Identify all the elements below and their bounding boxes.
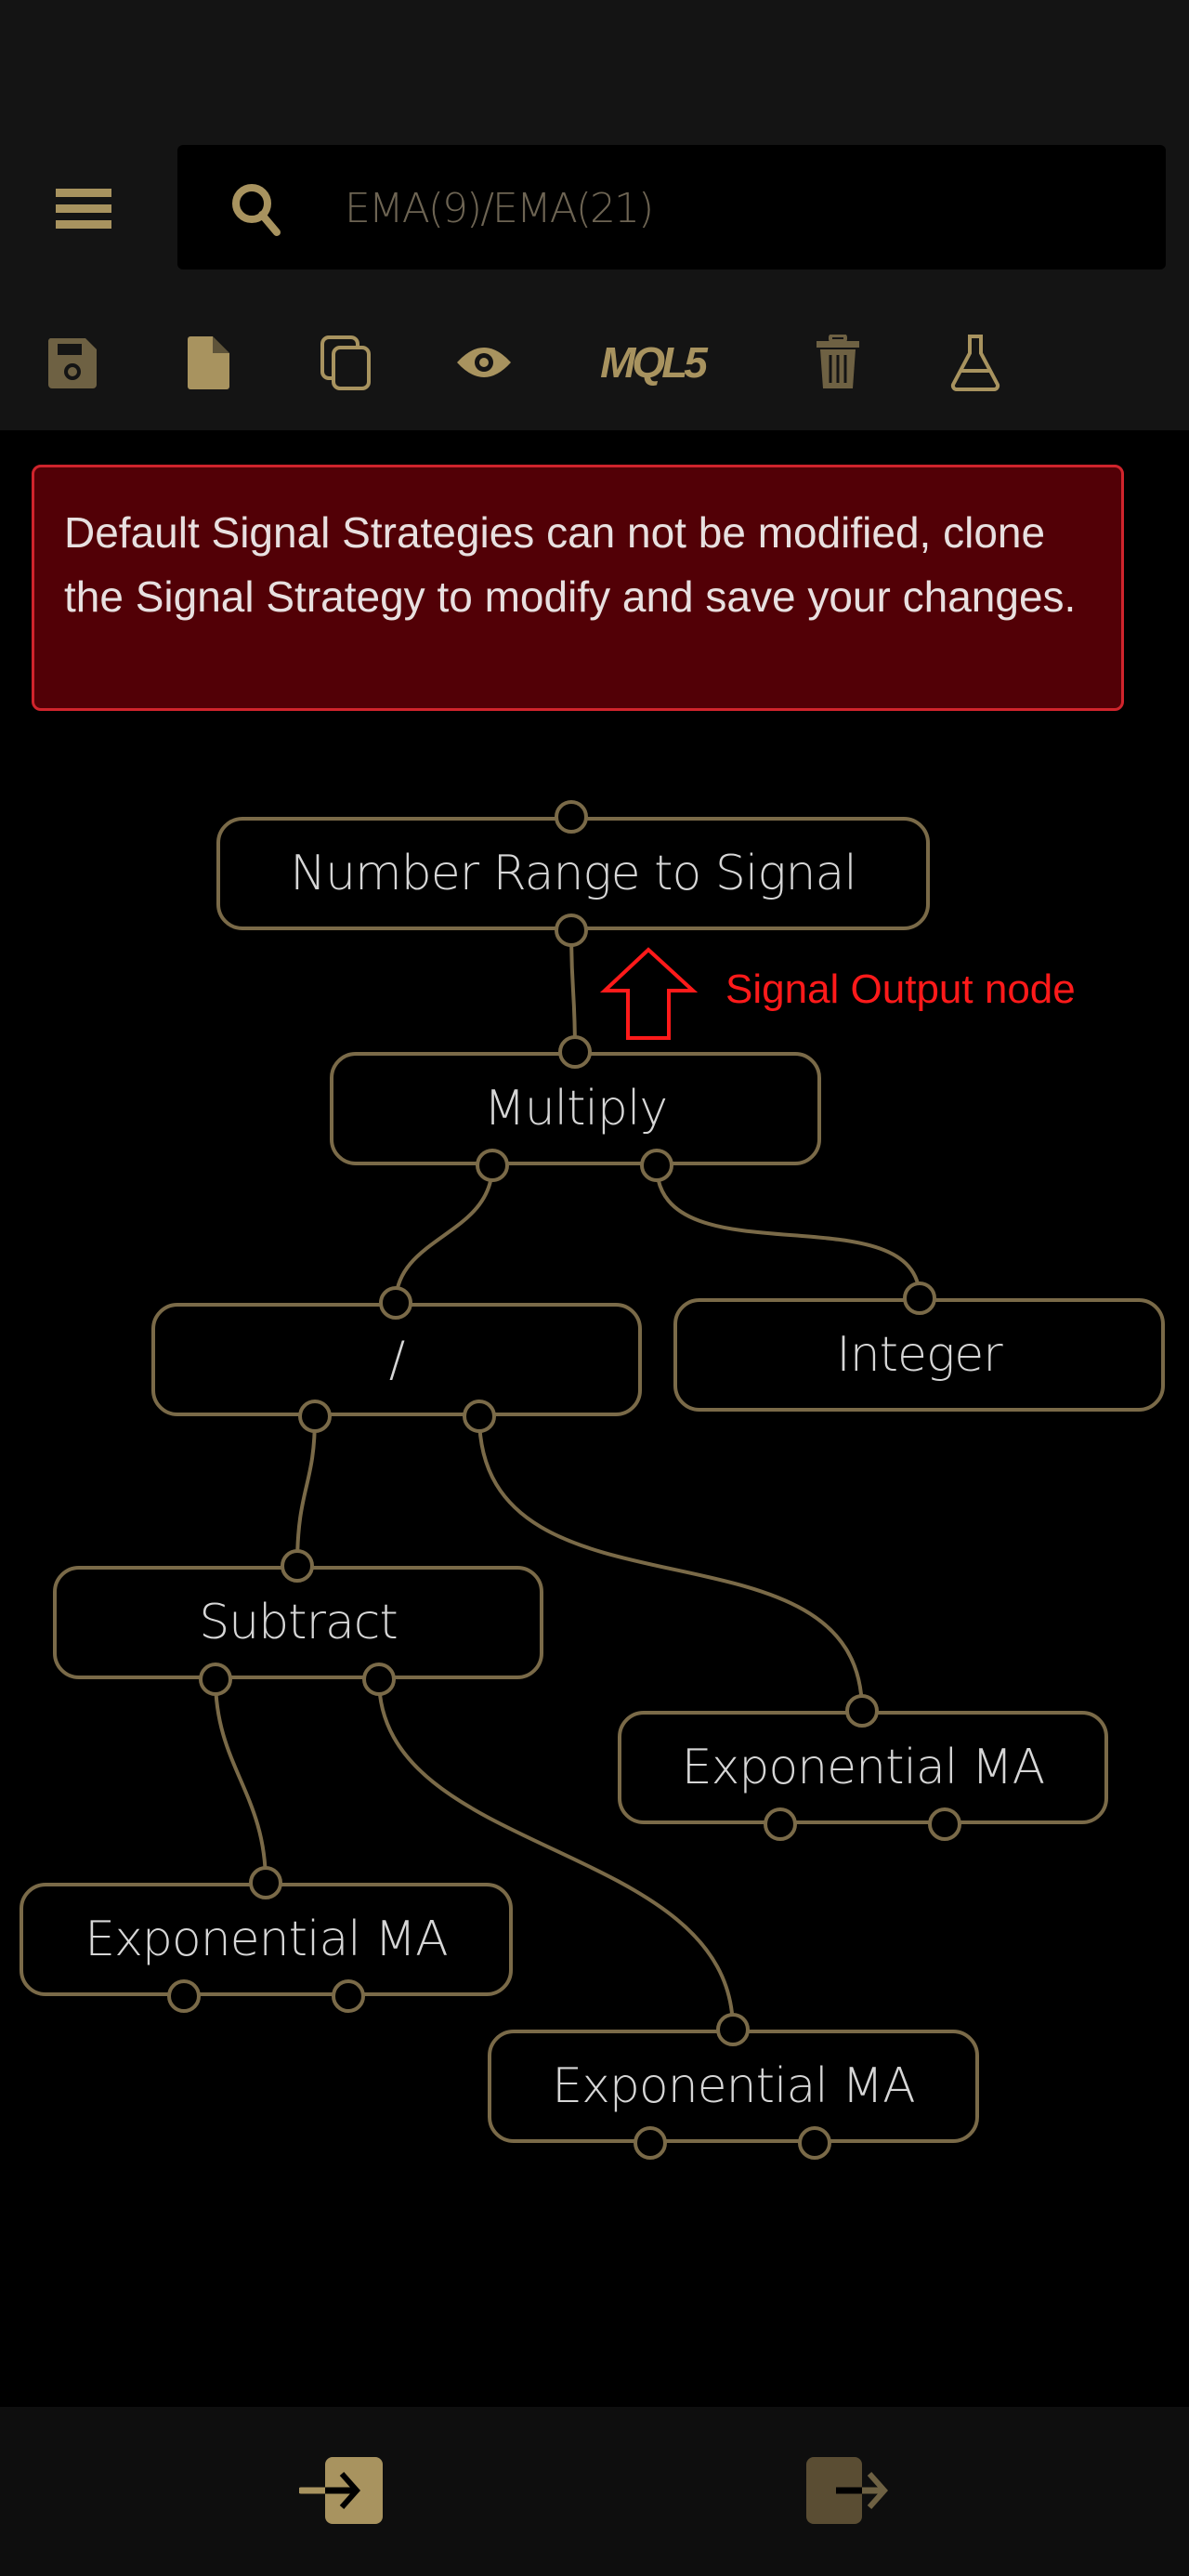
node-ema-right[interactable]: Exponential MA [618, 1711, 1108, 1824]
menu-icon[interactable] [56, 189, 111, 230]
node-multiply[interactable]: Multiply [330, 1052, 821, 1165]
search-input[interactable] [343, 173, 1145, 243]
flask-icon [950, 335, 1000, 391]
delete-button[interactable] [816, 330, 860, 395]
alert-message: Default Signal Strategies can not be mod… [64, 508, 1077, 621]
login-icon [297, 2457, 383, 2524]
logout-icon [806, 2457, 889, 2524]
new-button[interactable] [186, 330, 232, 395]
node-label: Multiply [483, 1081, 668, 1137]
edge [655, 1164, 921, 1299]
mql5-button[interactable]: MQL5 [600, 338, 708, 387]
preview-button[interactable] [455, 330, 513, 395]
bottom-bar [0, 2407, 1189, 2576]
node-integer[interactable]: Integer [673, 1298, 1165, 1412]
readonly-alert: Default Signal Strategies can not be mod… [32, 465, 1124, 711]
edge [295, 1415, 317, 1567]
edge [394, 1164, 494, 1304]
node-subtract[interactable]: Subtract [53, 1566, 543, 1679]
view-icon [457, 348, 511, 377]
export-button[interactable] [804, 2453, 889, 2528]
save-icon [47, 338, 97, 388]
node-label: Exponential MA [85, 1912, 448, 1967]
node-ema-left[interactable]: Exponential MA [20, 1883, 513, 1996]
node-ema-bottom[interactable]: Exponential MA [488, 2030, 979, 2143]
annotation-label: Signal Output node [725, 966, 1076, 1012]
trash-icon [817, 335, 859, 388]
search-icon [232, 184, 281, 236]
save-button[interactable] [45, 330, 100, 395]
node-label: / [388, 1332, 406, 1387]
clone-icon [320, 335, 371, 390]
header: MQL5 [0, 0, 1189, 430]
node-signal[interactable]: Number Range to Signal [216, 817, 930, 930]
node-label: Exponential MA [552, 2058, 915, 2114]
import-button[interactable] [297, 2453, 383, 2528]
node-label: Number Range to Signal [290, 846, 857, 901]
node-divide[interactable]: / [151, 1303, 642, 1416]
clone-button[interactable] [319, 330, 374, 395]
edge [214, 1678, 268, 1884]
search-box[interactable] [177, 145, 1166, 269]
new-file-icon [188, 336, 229, 389]
node-label: Subtract [199, 1595, 399, 1650]
node-label: Integer [836, 1327, 1002, 1383]
edge [569, 929, 577, 1053]
test-button[interactable] [949, 330, 1001, 395]
node-label: Exponential MA [681, 1740, 1045, 1795]
annotation-arrow-icon [599, 947, 699, 1040]
